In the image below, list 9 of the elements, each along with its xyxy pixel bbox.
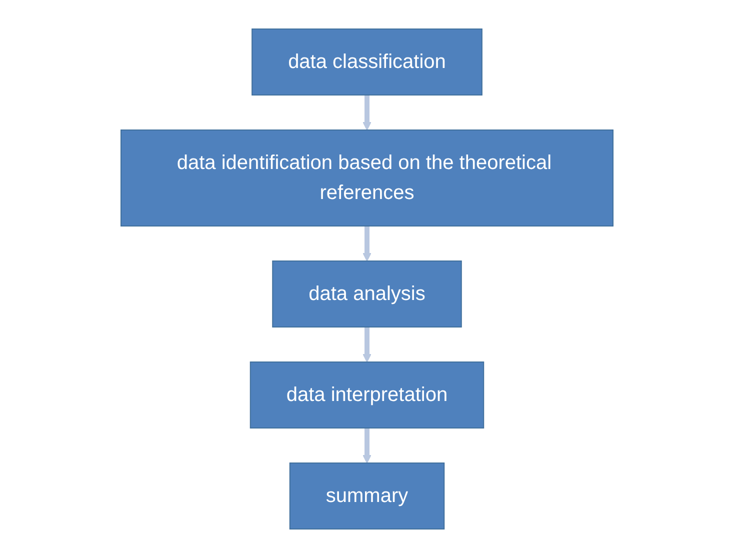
arrow <box>362 226 372 262</box>
node-box: data identification based on the theoretical references <box>120 130 614 226</box>
node-box: data analysis <box>272 260 462 328</box>
arrow <box>362 428 372 464</box>
node-box: data interpretation <box>250 362 484 428</box>
arrow <box>362 327 372 362</box>
node-box: summary <box>289 462 445 530</box>
arrow <box>362 95 372 130</box>
node-box: data classification <box>252 28 482 96</box>
